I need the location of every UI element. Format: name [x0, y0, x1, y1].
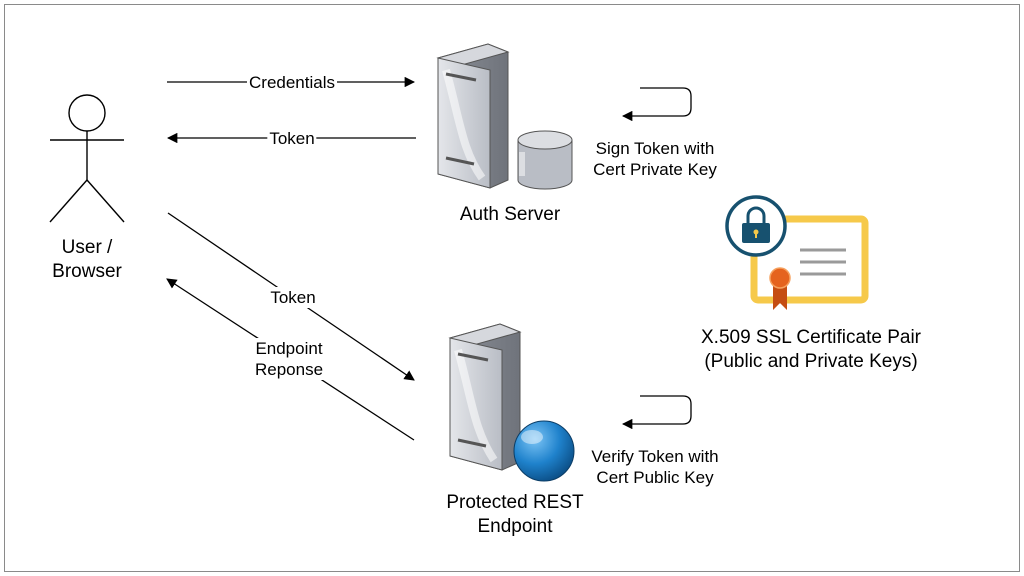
certificate-icon — [725, 195, 869, 310]
diagram-border — [4, 4, 1020, 572]
rest-endpoint-label: Protected REST Endpoint — [446, 491, 583, 539]
auth-server-label: Auth Server — [459, 204, 561, 225]
verify-token-label-line2: Cert Public Key — [596, 468, 714, 487]
user-label-line1: User / — [61, 237, 113, 258]
user-actor-label: User / Browser — [52, 236, 122, 284]
sign-token-label-line1: Sign Token with — [595, 139, 715, 158]
token-return-edge-label: Token — [267, 128, 317, 149]
certificate-label-line1: X.509 SSL Certificate Pair — [700, 327, 922, 348]
rest-endpoint-label-line2: Endpoint — [477, 516, 553, 537]
database-icon — [517, 130, 573, 190]
verify-token-label-line1: Verify Token with — [591, 447, 719, 466]
endpoint-response-edge-label: Endpoint Reponse — [252, 338, 326, 380]
token-to-endpoint-edge-label: Token — [268, 287, 318, 308]
ribbon-seal-icon — [769, 267, 791, 310]
certificate-label: X.509 SSL Certificate Pair (Public and P… — [701, 326, 921, 374]
rest-endpoint-label-line1: Protected REST — [446, 492, 584, 513]
lock-badge-icon — [725, 195, 787, 257]
sign-token-label-line2: Cert Private Key — [593, 160, 717, 179]
rest-endpoint-server-icon — [448, 323, 575, 482]
verify-token-loop-arrow — [621, 395, 692, 430]
globe-icon — [513, 420, 575, 482]
endpoint-response-line1: Endpoint — [255, 339, 323, 358]
credentials-edge-label: Credentials — [247, 72, 337, 93]
endpoint-response-line2: Reponse — [254, 360, 324, 379]
user-label-line2: Browser — [52, 261, 122, 282]
verify-token-label: Verify Token with Cert Public Key — [591, 446, 718, 488]
sign-token-label: Sign Token with Cert Private Key — [593, 138, 717, 180]
user-actor-icon — [49, 94, 125, 223]
certificate-label-line2: (Public and Private Keys) — [704, 351, 918, 372]
sign-token-loop-arrow — [621, 87, 692, 122]
auth-server-icon — [436, 43, 573, 190]
